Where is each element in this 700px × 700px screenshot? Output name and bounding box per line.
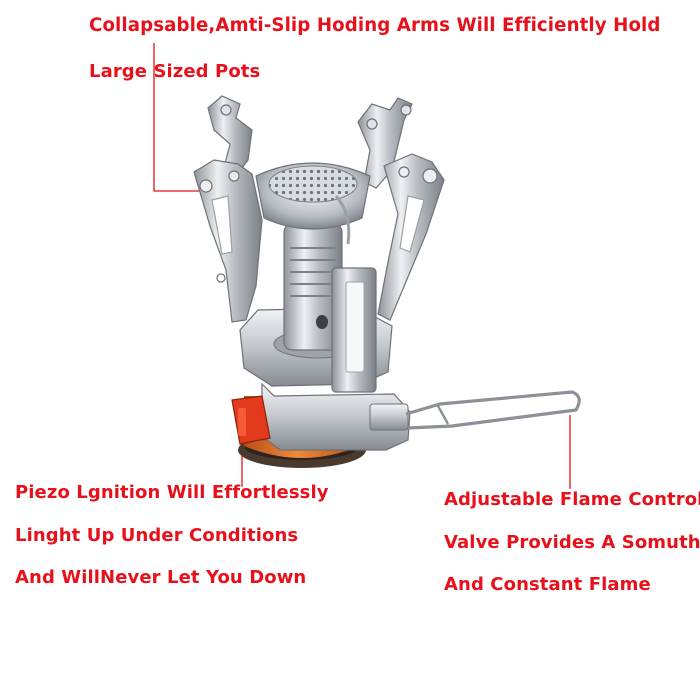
flame-control-handle bbox=[405, 390, 581, 430]
pot-support-arm-back-right bbox=[357, 97, 413, 189]
pot-support-arm-front-right bbox=[377, 153, 445, 321]
pot-support-arm-front-left bbox=[193, 159, 263, 323]
caption-flame-control-line-2: Valve Provides A Somuth bbox=[444, 532, 700, 553]
burner-column bbox=[283, 223, 343, 351]
caption-holding-arms-line-2: Large Sized Pots bbox=[89, 61, 261, 82]
piezo-igniter-button bbox=[231, 395, 271, 445]
pot-support-arm-back-left bbox=[207, 95, 253, 177]
caption-flame-control-line-3: And Constant Flame bbox=[444, 574, 651, 595]
caption-piezo-ignition-line-1: Piezo Lgnition Will Effortlessly bbox=[15, 482, 329, 503]
caption-piezo-ignition-line-3: And WillNever Let You Down bbox=[15, 567, 307, 588]
burner-head bbox=[255, 162, 371, 245]
caption-flame-control-line-1: Adjustable Flame Control bbox=[444, 489, 700, 510]
caption-piezo-ignition-line-2: Linght Up Under Conditions bbox=[15, 525, 299, 546]
valve-housing bbox=[261, 267, 411, 451]
caption-holding-arms-line-1: Collapsable,Amti-Slip Hoding Arms Will E… bbox=[89, 15, 661, 36]
